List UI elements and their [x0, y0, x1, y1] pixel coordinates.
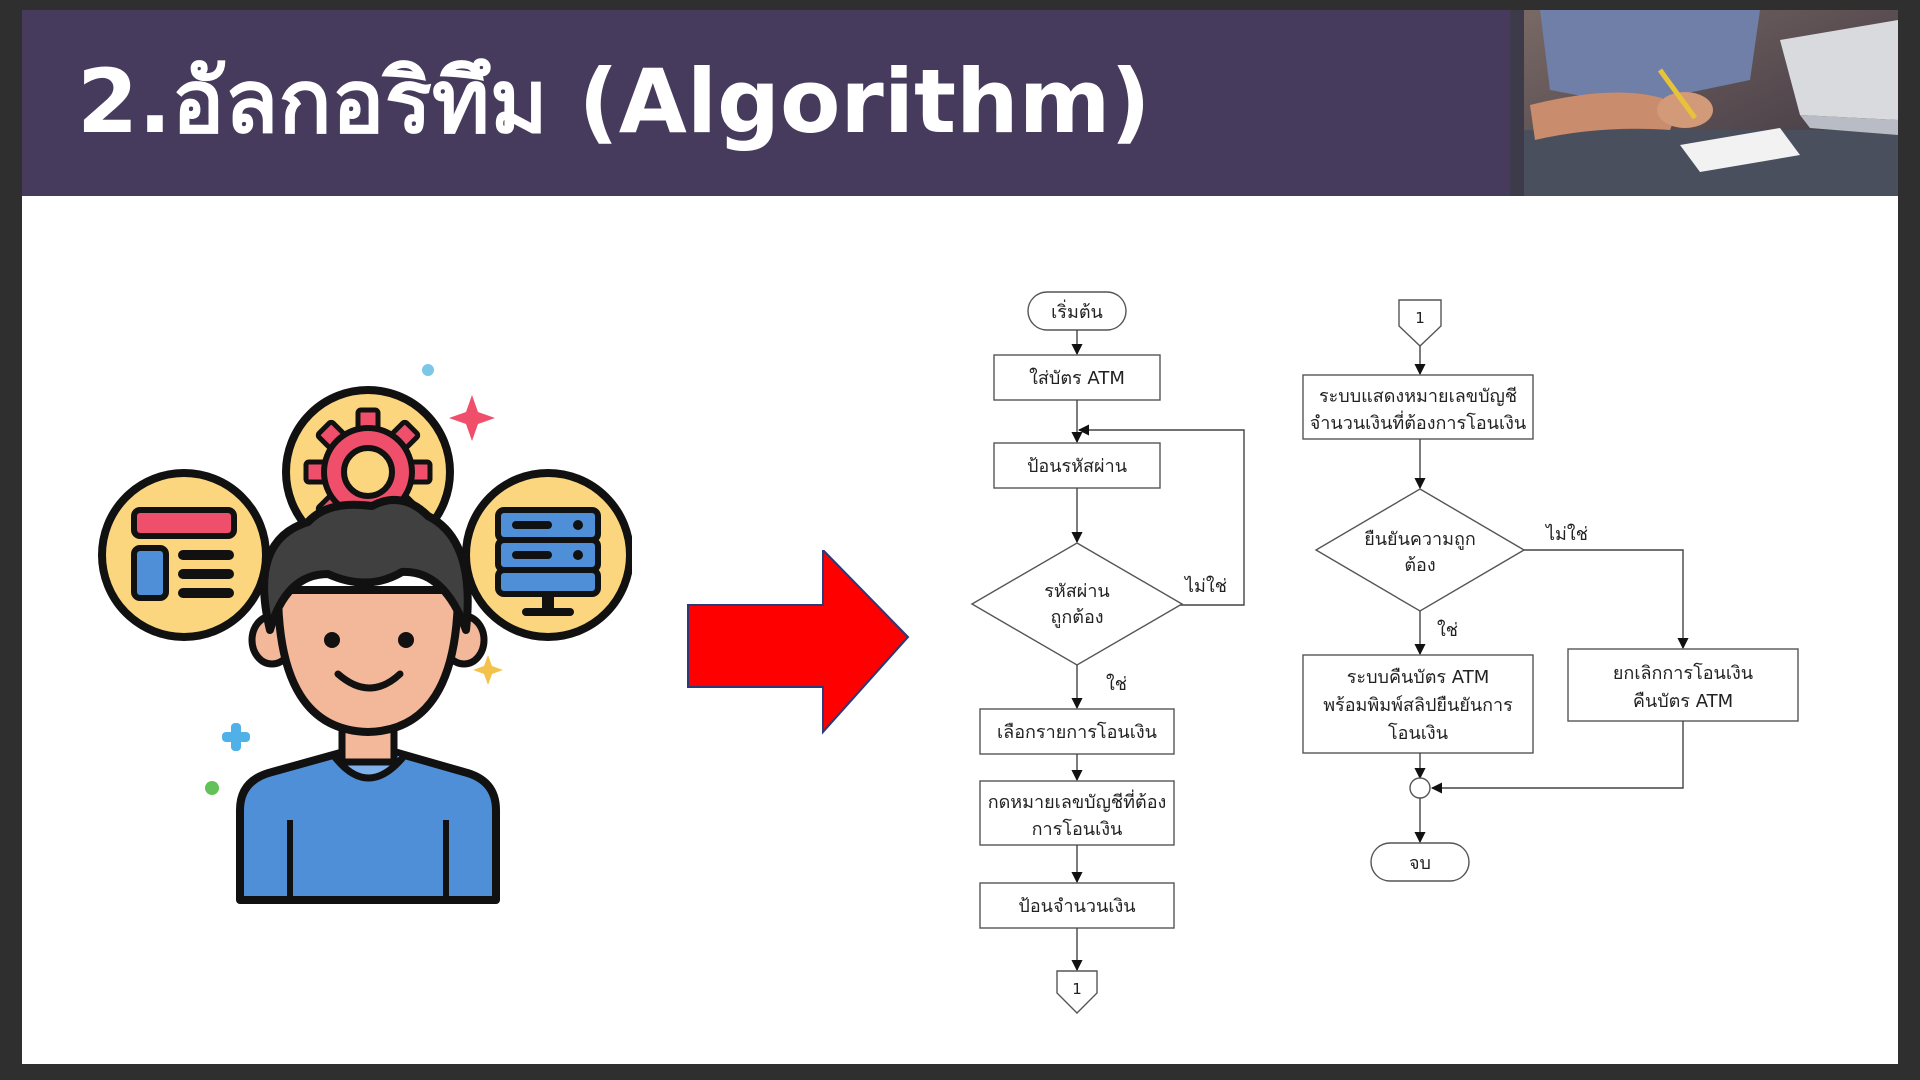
svg-text:ถูกต้อง: ถูกต้อง	[1050, 607, 1103, 628]
pin-no-label: ไม่ใช่	[1183, 575, 1227, 597]
flow-end: จบ	[1370, 842, 1470, 882]
layout-icon	[131, 507, 237, 601]
svg-text:ป้อนจำนวนเงิน: ป้อนจำนวนเงิน	[1018, 896, 1135, 917]
dot-decoration	[422, 364, 434, 376]
svg-text:1: 1	[1072, 980, 1082, 998]
svg-text:พร้อมพิมพ์สลิปยืนยันการ: พร้อมพิมพ์สลิปยืนยันการ	[1323, 695, 1513, 716]
layout-badge	[98, 469, 270, 641]
flow-enter-pin: ป้อนรหัสผ่าน	[993, 442, 1161, 489]
flow-insert-card: ใส่บัตร ATM	[993, 354, 1161, 401]
title-bar: 2.อัลกอริทึม (Algorithm)	[22, 10, 1898, 196]
confirm-yes-label: ใช่	[1437, 619, 1458, 641]
confirm-no-label: ไม่ใช่	[1544, 523, 1588, 545]
pin-yes-label: ใช่	[1106, 673, 1127, 695]
flow-confirm-decision: ยืนยันความถูก ต้อง	[1314, 488, 1526, 612]
server-icon	[495, 507, 601, 616]
flow-cancel: ยกเลิกการโอนเงิน คืนบัตร ATM	[1567, 648, 1799, 722]
svg-text:ป้อนรหัสผ่าน: ป้อนรหัสผ่าน	[1027, 456, 1127, 477]
svg-text:ต้อง: ต้อง	[1404, 555, 1435, 576]
svg-text:ใส่บัตร ATM: ใส่บัตร ATM	[1029, 367, 1125, 389]
svg-text:โอนเงิน: โอนเงิน	[1388, 722, 1448, 744]
svg-text:ยืนยันความถูก: ยืนยันความถูก	[1364, 529, 1476, 550]
svg-text:เลือกรายการโอนเงิน: เลือกรายการโอนเงิน	[997, 721, 1157, 743]
slide-title: 2.อัลกอริทึม (Algorithm)	[77, 50, 1151, 153]
red-arrow	[687, 550, 910, 735]
flow-show-info: ระบบแสดงหมายเลขบัญชี จำนวนเงินที่ต้องการ…	[1302, 374, 1534, 440]
plus-icon	[222, 723, 250, 751]
flow-enter-account: กดหมายเลขบัญชีที่ต้อง การโอนเงิน	[979, 780, 1175, 846]
svg-text:จบ: จบ	[1409, 853, 1431, 874]
flow-enter-amount: ป้อนจำนวนเงิน	[979, 882, 1175, 929]
person-illustration	[98, 364, 632, 904]
slide: 2.อัลกอริทึม (Algorithm)	[22, 10, 1898, 1064]
flow-select-transfer: เลือกรายการโอนเงิน	[979, 708, 1175, 755]
flow-start: เริ่มต้น	[1027, 291, 1127, 331]
flow-connector-out: 1	[1056, 970, 1098, 1014]
flow-connector-in: 1	[1398, 299, 1442, 347]
person-figure	[236, 496, 500, 904]
sparkle-icon	[449, 395, 495, 441]
server-badge	[462, 469, 632, 641]
svg-text:ระบบแสดงหมายเลขบัญชี: ระบบแสดงหมายเลขบัญชี	[1319, 386, 1517, 407]
flow-merge-point	[1409, 777, 1431, 799]
svg-text:ระบบคืนบัตร ATM: ระบบคืนบัตร ATM	[1347, 667, 1489, 688]
dot-decoration	[205, 781, 219, 795]
svg-text:เริ่มต้น: เริ่มต้น	[1051, 299, 1103, 323]
flow-pin-decision: รหัสผ่าน ถูกต้อง	[970, 542, 1184, 666]
svg-text:รหัสผ่าน: รหัสผ่าน	[1044, 581, 1109, 602]
flowchart: เริ่มต้น ใส่บัตร ATM ป้อนรหัสผ่าน รหัสผ่…	[970, 291, 1799, 1014]
sparkle-icon	[473, 655, 503, 685]
header-photo	[1510, 10, 1898, 196]
svg-text:การโอนเงิน: การโอนเงิน	[1032, 818, 1123, 840]
svg-text:กดหมายเลขบัญชีที่ต้อง: กดหมายเลขบัญชีที่ต้อง	[988, 789, 1167, 813]
svg-text:ยกเลิกการโอนเงิน: ยกเลิกการโอนเงิน	[1613, 662, 1753, 684]
svg-text:จำนวนเงินที่ต้องการโอนเงิน: จำนวนเงินที่ต้องการโอนเงิน	[1310, 410, 1526, 434]
svg-text:คืนบัตร ATM: คืนบัตร ATM	[1633, 691, 1733, 712]
svg-text:1: 1	[1415, 309, 1425, 327]
flow-return-card: ระบบคืนบัตร ATM พร้อมพิมพ์สลิปยืนยันการ …	[1302, 654, 1534, 754]
